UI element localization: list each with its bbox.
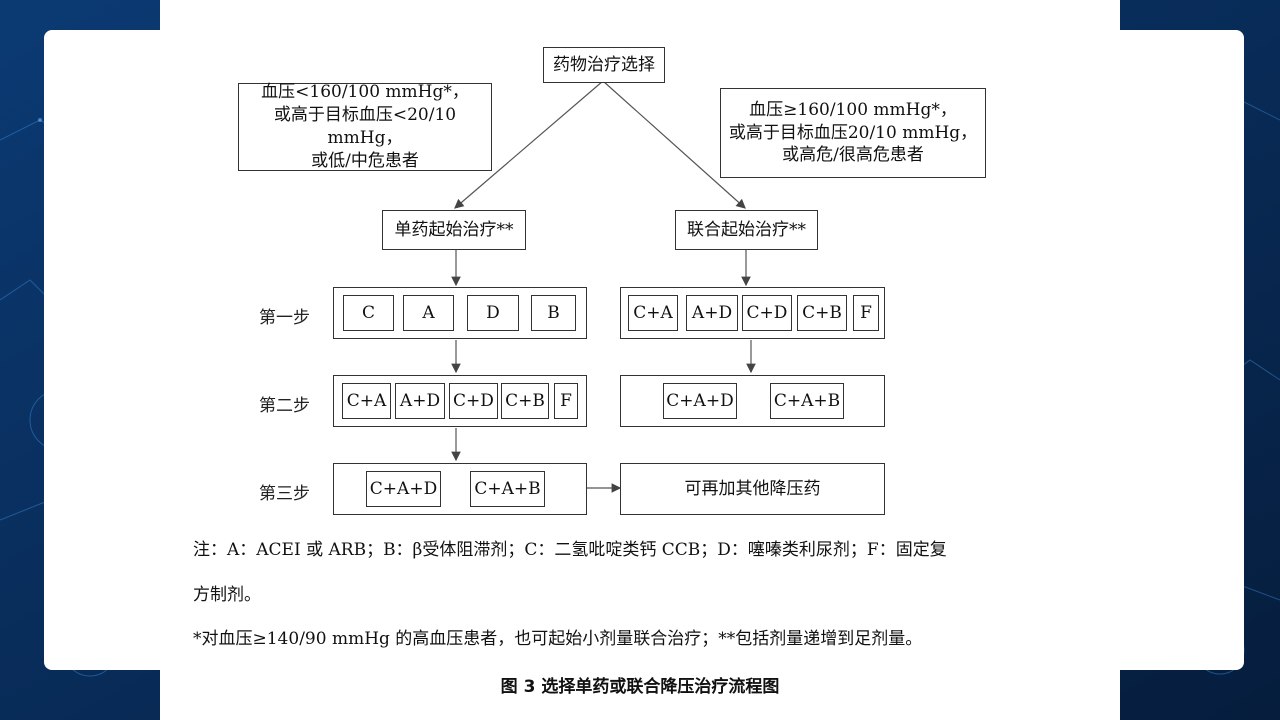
right-step2-group — [620, 375, 885, 427]
left-step3-drug: C+A+B — [470, 471, 545, 507]
right-condition-line-1: 血压≥160/100 mmHg*， — [749, 99, 957, 120]
left-branch-label: 单药起始治疗** — [394, 219, 514, 240]
left-step2-drug: C+D — [449, 383, 498, 419]
right-step1-drug: C+D — [742, 295, 792, 331]
right-branch-node: 联合起始治疗** — [675, 210, 818, 250]
right-condition-line-2: 或高于目标血压20/10 mmHg， — [728, 122, 978, 143]
right-step2-drug: C+A+B — [770, 383, 844, 419]
left-condition-line-3: 或低/中危患者 — [311, 150, 419, 171]
left-step2-drug: A+D — [395, 383, 445, 419]
right-step1-drug: A+D — [686, 295, 738, 331]
left-step1-drug: D — [467, 295, 519, 331]
left-step2-drug: C+B — [501, 383, 549, 419]
step-label-1: 第一步 — [259, 308, 310, 328]
figure-caption: 图 3 选择单药或联合降压治疗流程图 — [500, 677, 780, 697]
root-node: 药物治疗选择 — [543, 47, 665, 83]
step-label-3: 第三步 — [259, 484, 310, 504]
right-step1-drug: F — [853, 295, 879, 331]
left-condition-line-1: 血压<160/100 mmHg*， — [261, 82, 469, 103]
right-condition-box: 血压≥160/100 mmHg*， 或高于目标血压20/10 mmHg， 或高危… — [720, 88, 986, 178]
left-step2-drug: F — [554, 383, 578, 419]
left-condition-line-2: 或高于目标血压<20/10 mmHg， — [273, 105, 457, 148]
right-branch-label: 联合起始治疗** — [687, 219, 806, 240]
right-step3-box: 可再加其他降压药 — [620, 463, 885, 515]
right-step1-drug: C+B — [797, 295, 847, 331]
right-step2-drug: C+A+D — [663, 383, 737, 419]
left-step1-drug: C — [343, 295, 394, 331]
note-line-2: 方制剂。 — [193, 585, 261, 605]
step-label-2: 第二步 — [259, 396, 310, 416]
root-label: 药物治疗选择 — [553, 54, 655, 75]
note-line-1: 注：A：ACEI 或 ARB；B：β受体阻滞剂；C：二氢吡啶类钙 CCB；D：噻… — [193, 540, 947, 560]
note-line-3: *对血压≥140/90 mmHg 的高血压患者，也可起始小剂量联合治疗；**包括… — [193, 629, 923, 649]
left-condition-box: 血压<160/100 mmHg*， 或高于目标血压<20/10 mmHg， 或低… — [238, 82, 492, 171]
left-branch-node: 单药起始治疗** — [382, 210, 526, 250]
left-step1-drug: B — [531, 295, 576, 331]
left-step3-drug: C+A+D — [366, 471, 441, 507]
left-step2-drug: C+A — [342, 383, 391, 419]
right-condition-line-3: 或高危/很高危患者 — [782, 145, 924, 166]
right-step1-drug: C+A — [628, 295, 678, 331]
right-step3-label: 可再加其他降压药 — [684, 478, 821, 499]
left-step1-drug: A — [403, 295, 454, 331]
